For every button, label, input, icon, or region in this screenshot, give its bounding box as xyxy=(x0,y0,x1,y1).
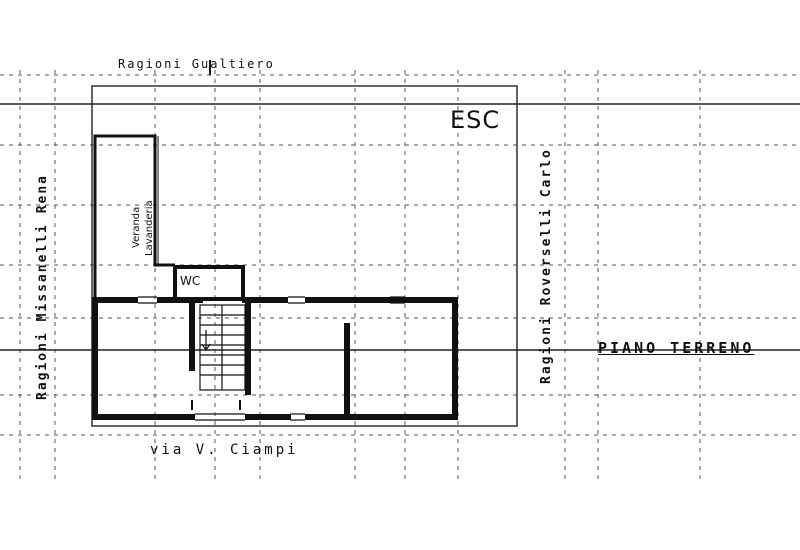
laundry-label: Lavanderia xyxy=(144,200,155,256)
house-walls xyxy=(92,297,458,420)
wc-room xyxy=(173,265,245,301)
floor-title-label: PIANO TERRENO xyxy=(598,339,755,357)
staircase xyxy=(199,304,246,391)
street-label: via V. Ciampi xyxy=(150,442,299,458)
wc-label: WC xyxy=(180,274,201,288)
property-boundary xyxy=(91,85,518,427)
boundary-ticks xyxy=(191,60,241,410)
veranda-outline xyxy=(93,134,175,298)
corner-mark-label: ESC xyxy=(450,106,501,134)
grid-lines xyxy=(0,70,800,480)
top-neighbor-label: Ragioni Gualtiero xyxy=(118,57,275,71)
right-neighbor-label: Ragioni Roverselli Carlo xyxy=(539,148,554,384)
reference-lines xyxy=(0,103,800,351)
window-marks xyxy=(138,296,458,421)
veranda-label: Veranda xyxy=(131,206,142,248)
left-neighbor-label: Ragioni Missanelli Rena xyxy=(35,173,50,400)
